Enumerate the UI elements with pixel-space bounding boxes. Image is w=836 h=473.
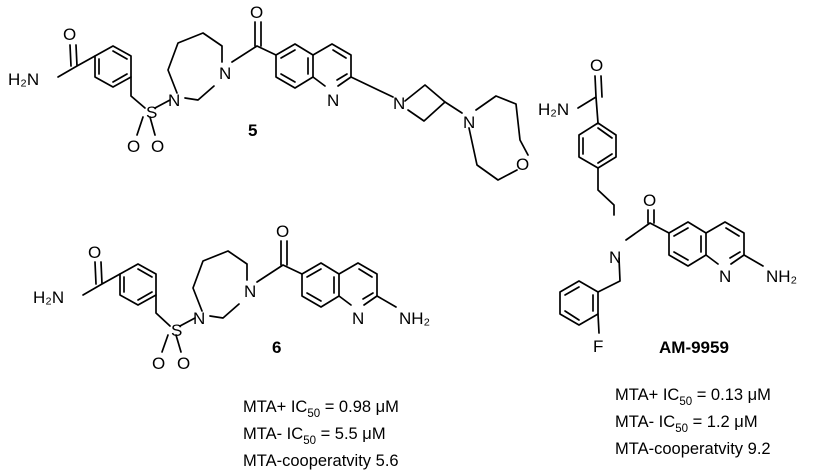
compound-6-activity: MTA+ IC50 = 0.98 μM MTA- IC50 = 5.5 μM M…: [243, 398, 399, 470]
compound-5-structure: [57, 21, 529, 181]
atom-label: O: [177, 354, 190, 373]
atom-label: N: [463, 113, 475, 132]
atom-label: N: [327, 91, 339, 110]
atom-label: N: [352, 309, 364, 328]
atom-label: NH₂: [766, 267, 797, 286]
atom-label: N: [393, 94, 405, 113]
compound-6-cooperativity: MTA-cooperatvity 5.6: [243, 452, 399, 470]
compound-am9959-activity: MTA+ IC50 = 0.13 μM MTA- IC50 = 1.2 μM M…: [615, 386, 771, 458]
compound-am9959-label: AM-9959: [659, 338, 729, 357]
atom-label: F: [593, 337, 603, 356]
compound-am9959-cooperativity: MTA-cooperatvity 9.2: [615, 440, 771, 458]
atom-label: O: [643, 191, 656, 210]
compound-6-structure: [82, 240, 397, 353]
atom-label: H₂N: [33, 288, 64, 307]
atom-label: N: [244, 282, 256, 301]
compound-6-mta-plus-ic50: MTA+ IC50 = 0.98 μM: [243, 398, 399, 420]
compound-am9959-atom-labels: H₂N O N O N NH₂ F: [538, 56, 797, 356]
atom-label: O: [250, 3, 263, 22]
atom-label: N: [719, 267, 731, 286]
compound-am9959-structure: [559, 75, 764, 334]
compound-6-atom-labels: H₂N O S O O N N O N NH₂: [33, 222, 430, 373]
atom-label: H₂N: [538, 100, 569, 119]
atom-label: N: [168, 91, 180, 110]
atom-label: O: [276, 222, 289, 241]
atom-label: O: [516, 155, 529, 174]
atom-label: O: [63, 25, 76, 44]
atom-label: H₂N: [8, 70, 39, 89]
atom-label: O: [590, 56, 603, 75]
atom-label: N: [219, 64, 231, 83]
compound-am9959-mta-minus-ic50: MTA- IC50 = 1.2 μM: [615, 413, 758, 435]
atom-label: O: [152, 354, 165, 373]
atom-label: O: [127, 137, 140, 156]
atom-label: N: [193, 309, 205, 328]
atom-label: S: [146, 103, 157, 122]
atom-label: S: [171, 321, 182, 340]
atom-label: N: [609, 248, 621, 267]
compound-5-atom-labels: H₂N O S O O N N O N N N O: [8, 3, 529, 174]
atom-label: O: [88, 243, 101, 262]
compound-5-label: 5: [248, 121, 257, 140]
compound-6-mta-minus-ic50: MTA- IC50 = 5.5 μM: [243, 425, 386, 447]
atom-label: O: [151, 137, 164, 156]
compound-6-label: 6: [272, 338, 281, 357]
compound-am9959-mta-plus-ic50: MTA+ IC50 = 0.13 μM: [615, 386, 771, 408]
atom-label: NH₂: [399, 309, 430, 328]
